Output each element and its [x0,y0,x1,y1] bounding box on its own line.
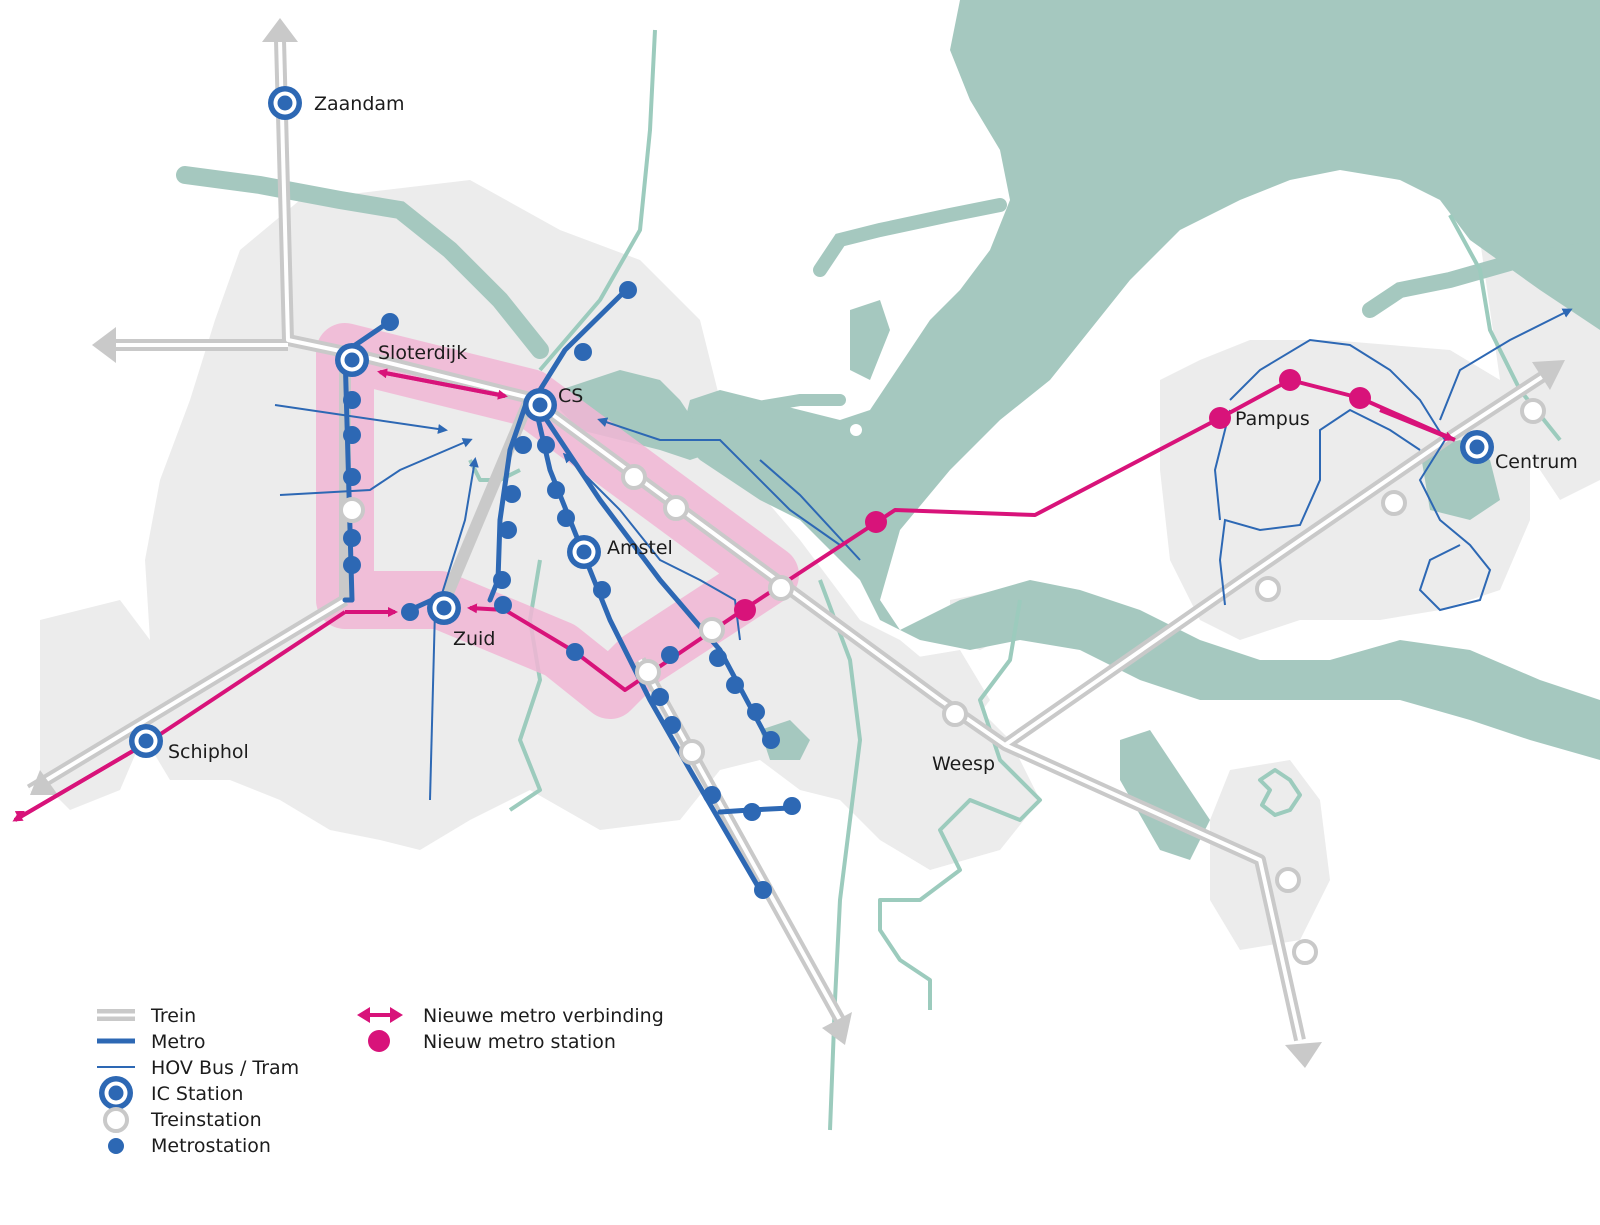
legend-train-station-icon [103,1107,129,1133]
label-amstel: Amstel [607,537,673,559]
label-zuid: Zuid [453,628,495,650]
legend: Trein Metro HOV Bus / Tram IC Station Tr… [97,1005,664,1157]
legend-new-connection-icon [357,1007,403,1023]
legend-bus-label: HOV Bus / Tram [151,1057,299,1079]
ic-amstel-icon [567,535,601,569]
label-pampus: Pampus [1235,408,1310,430]
ic-centrum-icon [1460,430,1494,464]
legend-metro-station-label: Metrostation [151,1135,271,1157]
label-zaandam: Zaandam [314,93,405,115]
ic-zuid-icon [427,591,461,625]
legend-train-label: Trein [150,1005,196,1027]
new-metro-stations [734,369,1371,621]
legend-ic-station-icon [99,1076,133,1110]
label-centrum: Centrum [1495,451,1578,473]
ic-zaandam-icon [268,86,302,120]
legend-train-station-label: Treinstation [150,1109,262,1131]
ic-schiphol-icon [129,724,163,758]
legend-metro-station-icon [108,1138,124,1154]
legend-ic-station-label: IC Station [151,1083,243,1105]
land-areas [40,180,1600,950]
legend-new-station-icon [368,1030,390,1052]
ic-sloterdijk-icon [335,343,369,377]
label-sloterdijk: Sloterdijk [378,342,467,364]
ic-cs-icon [523,388,557,422]
station-labels: Zaandam Sloterdijk CS Amstel Zuid Schiph… [168,93,1578,775]
legend-new-station-label: Nieuw metro station [423,1031,616,1053]
label-schiphol: Schiphol [168,741,249,763]
label-cs: CS [558,385,583,407]
water-markers [850,424,1026,481]
metro-stations [343,281,801,899]
bus-tram-lines [274,308,1573,801]
legend-metro-label: Metro [151,1031,206,1053]
label-weesp: Weesp [932,753,995,775]
legend-new-connection-label: Nieuwe metro verbinding [423,1005,664,1027]
water-areas [560,0,1600,860]
canals [176,166,1598,436]
